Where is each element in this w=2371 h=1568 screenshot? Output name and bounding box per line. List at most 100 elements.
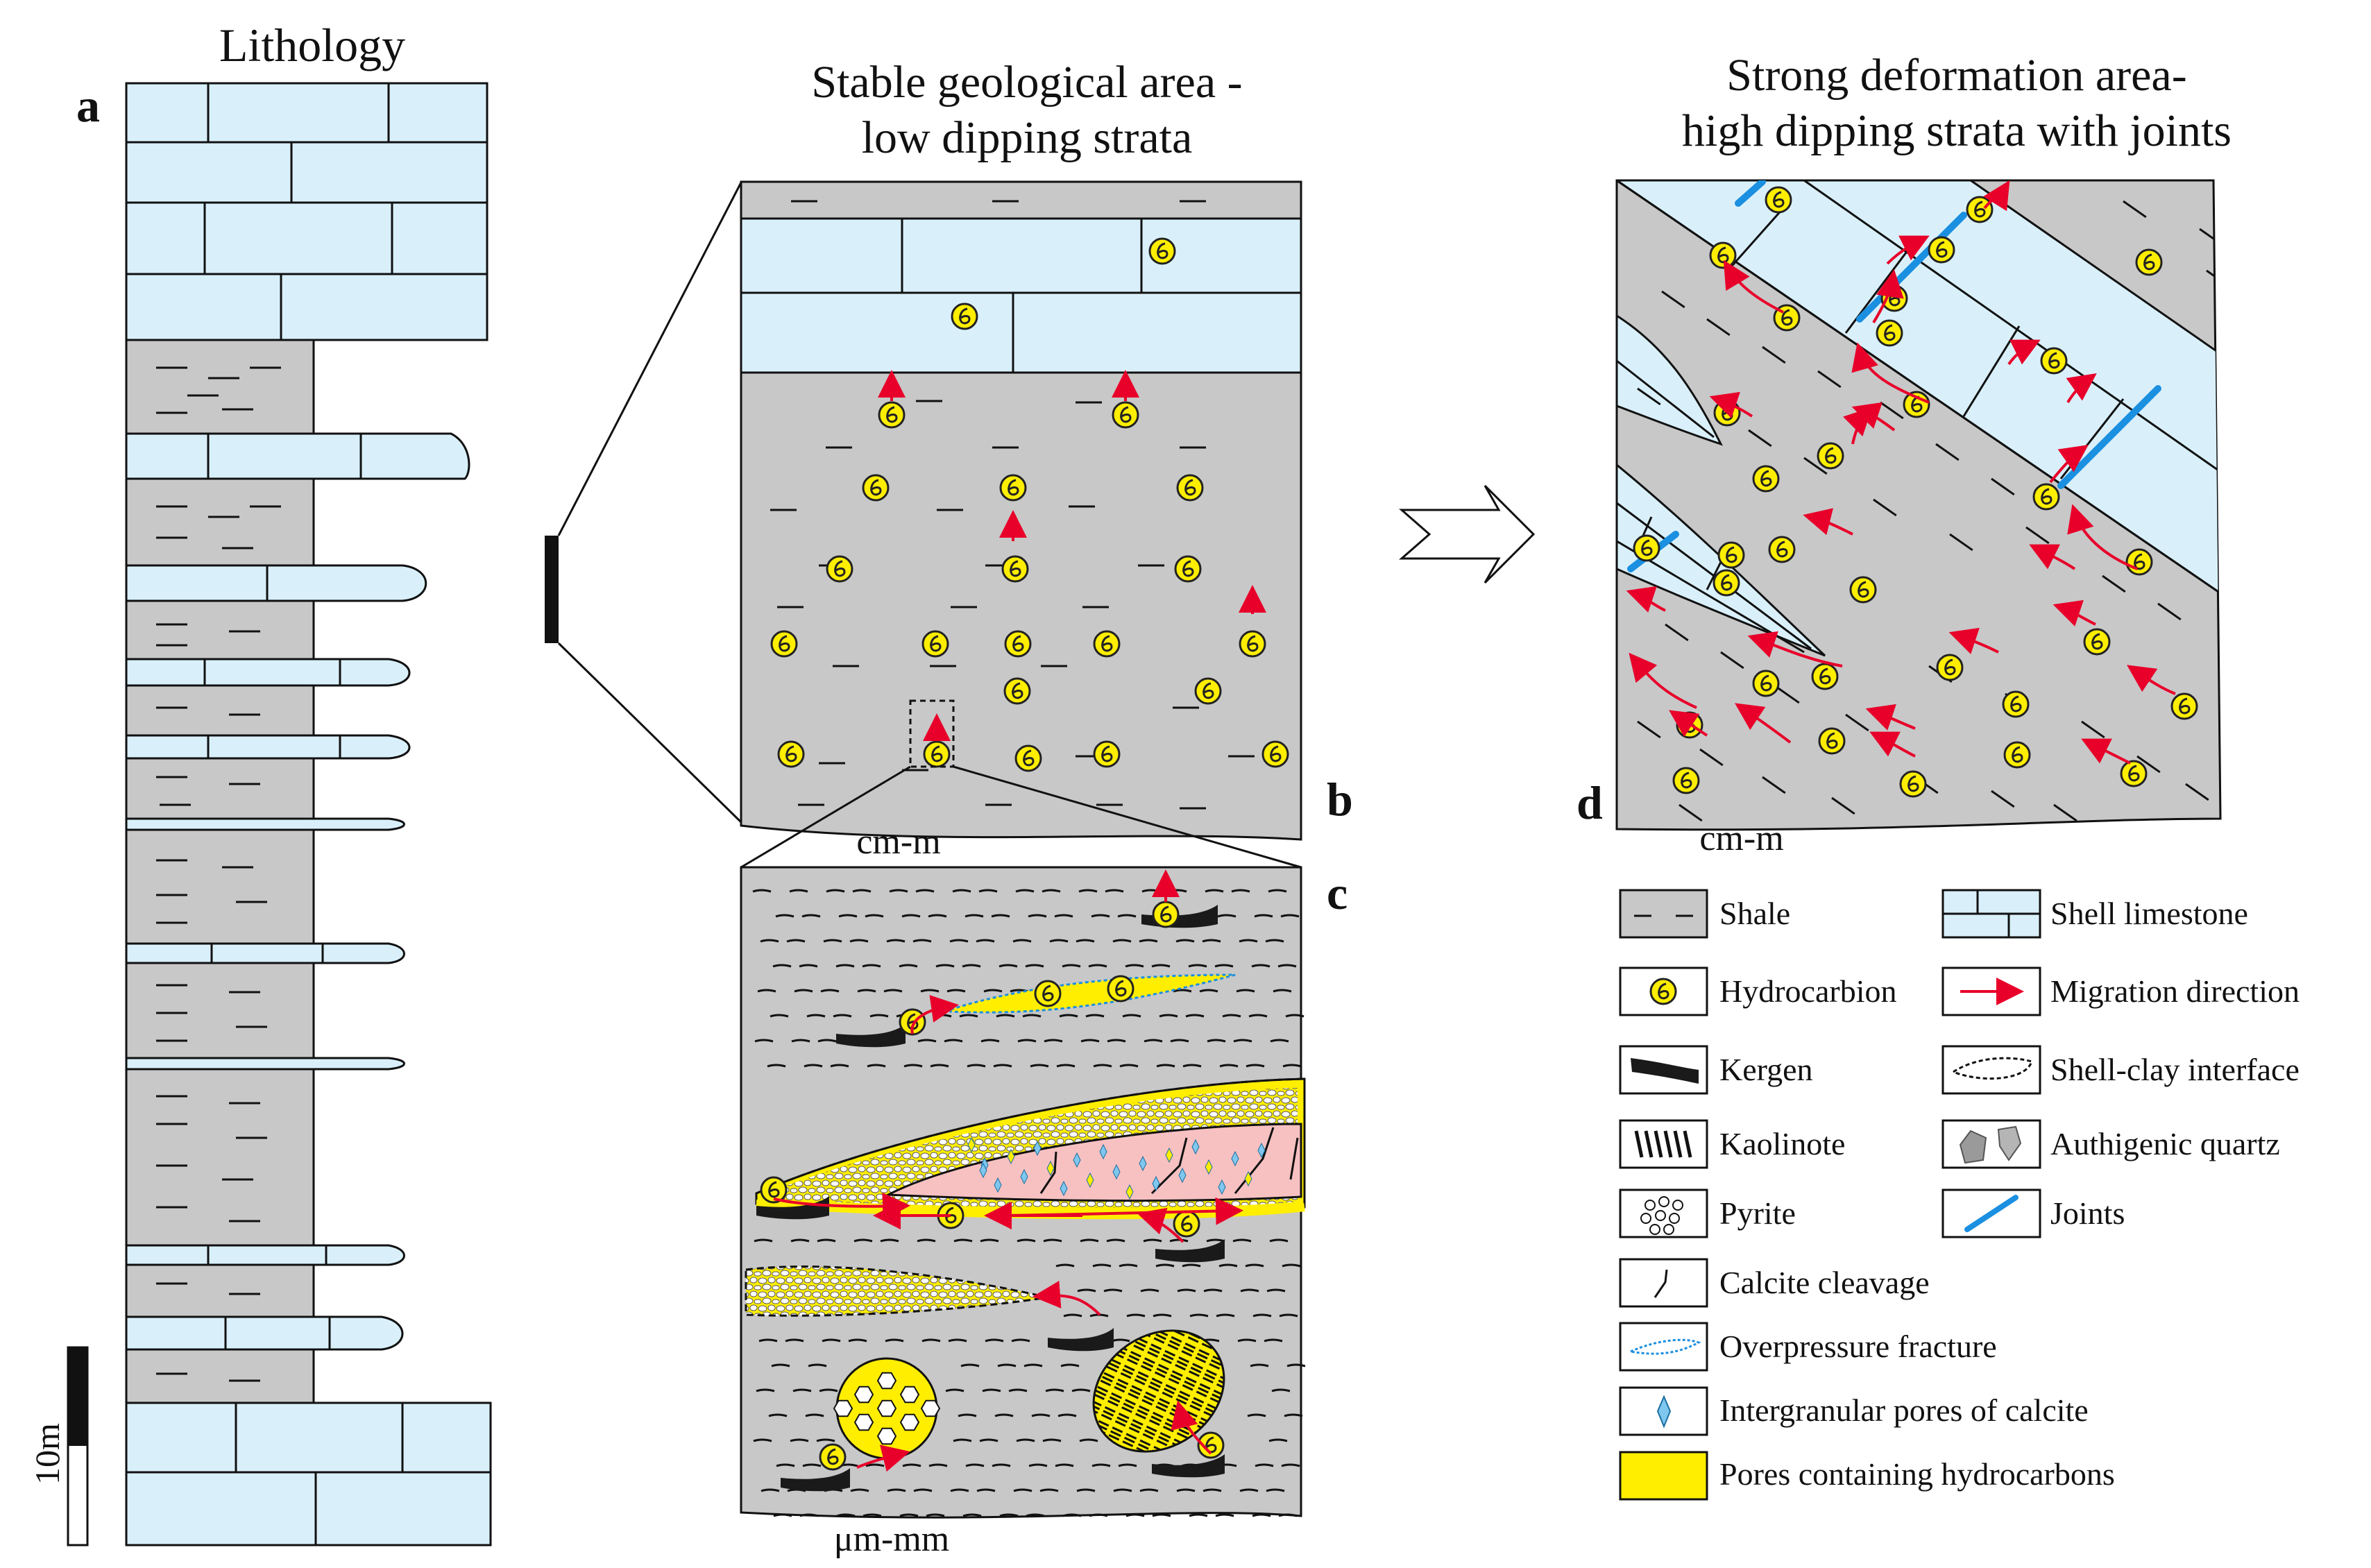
clay-dash — [1056, 1064, 1076, 1068]
svg-text:Authigenic quartz: Authigenic quartz — [2050, 1126, 2280, 1161]
clay-dash — [756, 1388, 775, 1392]
clay-dash — [993, 1064, 1012, 1068]
hydrocarbon-symbol-icon — [1709, 241, 1737, 269]
clay-dash — [985, 1338, 1004, 1343]
yellow-swatch — [1619, 1451, 1708, 1501]
clay-dash — [835, 964, 855, 968]
kaolinite-icon — [1634, 1130, 1692, 1158]
clay-dash — [849, 939, 869, 943]
clay-dash — [901, 914, 921, 918]
clay-dash — [1055, 1463, 1074, 1467]
shale-dash — [1720, 651, 1744, 670]
clay-dash — [773, 1513, 792, 1517]
clay-dash — [1278, 1513, 1298, 1517]
clay-dash — [980, 1039, 1000, 1043]
clay-dash — [1255, 1463, 1274, 1467]
calcite-cleavage-icon — [1654, 1269, 1668, 1298]
clay-dash — [1266, 1488, 1285, 1492]
clay-dash — [848, 1338, 867, 1343]
clay-dash — [976, 1488, 996, 1492]
hydrocarbon-symbol-icon — [1152, 901, 1180, 928]
clay-dash — [817, 1238, 836, 1243]
clay-dash — [838, 914, 858, 918]
calcite-cleavage-line — [1150, 1137, 1188, 1195]
pyrite-grain — [899, 1413, 920, 1431]
clay-dash — [1214, 964, 1234, 968]
hydrocarbon-symbol-icon — [1003, 677, 1031, 705]
legend-shale: Shale — [1619, 889, 1790, 939]
svg-text:Intergranular pores of calcite: Intergranular pores of calcite — [1719, 1392, 2089, 1428]
clay-dash — [930, 1064, 949, 1068]
intergranular-pore-icon — [1257, 1142, 1266, 1159]
clay-dash — [760, 1488, 780, 1492]
clay-dash — [790, 1238, 810, 1243]
clay-dash — [935, 964, 955, 968]
clay-dash — [1076, 1488, 1096, 1492]
panel-label-d: d — [1577, 776, 1603, 829]
shale-dash — [1679, 803, 1703, 822]
kerogen-icon — [1631, 1058, 1699, 1084]
shale-dashes-b — [770, 200, 1255, 810]
panel-d-high-dipping: Strong deformation area- high dipping st… — [1577, 50, 2232, 858]
pyrite-grain — [876, 1399, 897, 1417]
clay-dash — [1026, 1513, 1045, 1517]
clay-dash — [1170, 1039, 1189, 1043]
clay-dash — [1080, 1039, 1100, 1043]
clay-dash — [921, 1338, 941, 1343]
clay-dash — [889, 889, 908, 893]
clay-dash — [953, 1238, 973, 1243]
pyrite-grain — [833, 1399, 853, 1417]
sample-interval-marker — [545, 536, 559, 643]
clay-dash — [964, 914, 984, 918]
shale-dash — [1748, 429, 1772, 448]
clay-dash — [1117, 914, 1137, 918]
clay-dash — [1254, 914, 1273, 918]
clay-dash — [1177, 1288, 1196, 1293]
shale-dash — [2157, 602, 2182, 621]
hydrocarbon-symbol-icon — [1649, 978, 1677, 1005]
intergranular-pore-icon — [1656, 1395, 1672, 1429]
shale-dash — [2025, 526, 2050, 545]
clay-dash — [1113, 1488, 1132, 1492]
clay-dash — [1085, 1014, 1105, 1018]
clay-dash — [1264, 1338, 1283, 1343]
clay-dash — [1042, 889, 1061, 893]
clay-dash — [1076, 939, 1095, 943]
legend-shell-limestone: Shell limestone — [1941, 889, 2248, 939]
hydrocarbon-symbol-icon — [878, 401, 906, 429]
clay-dash — [1153, 1313, 1172, 1318]
clay-dash — [945, 1388, 964, 1392]
lithology-column: Lithology a — [28, 19, 742, 1546]
clay-dash — [1139, 1488, 1159, 1492]
kerogen-icon — [836, 1024, 906, 1048]
red-arrow-icon — [910, 995, 959, 1034]
svg-text:Shell limestone: Shell limestone — [2050, 896, 2248, 931]
clay-dash — [1016, 1438, 1035, 1442]
clay-dash — [885, 1338, 904, 1343]
clay-dash — [967, 1064, 986, 1068]
clay-dash — [1017, 1238, 1036, 1243]
clay-dash — [757, 989, 776, 993]
pyrite-grain — [920, 1399, 941, 1417]
red-arrow-icon — [2049, 445, 2089, 484]
svg-text:Shale: Shale — [1719, 896, 1790, 931]
clay-dash — [1203, 1288, 1223, 1293]
quartz-icon — [1959, 1130, 1987, 1164]
intergranular-pore-icon — [1178, 1167, 1187, 1184]
clay-dash — [928, 1463, 948, 1467]
clay-dash — [760, 939, 779, 943]
clay-dash — [1152, 1513, 1171, 1517]
hydrocarbon-symbol-icon — [1014, 744, 1042, 772]
shale-dash — [1817, 370, 1842, 389]
clay-dash — [1013, 1488, 1032, 1492]
shale-dash — [1949, 533, 1973, 552]
hydrocarbon-symbol-icon — [2083, 628, 2111, 656]
shale-dash — [2053, 803, 2077, 822]
clay-dash — [1093, 1064, 1112, 1068]
clay-dash — [1054, 914, 1073, 918]
clay-dash — [1216, 1313, 1235, 1318]
clay-dash — [1031, 1413, 1051, 1417]
hydrocarbon-symbol-icon — [1107, 975, 1134, 1003]
clay-dash — [1039, 1488, 1059, 1492]
clay-dash — [775, 914, 794, 918]
